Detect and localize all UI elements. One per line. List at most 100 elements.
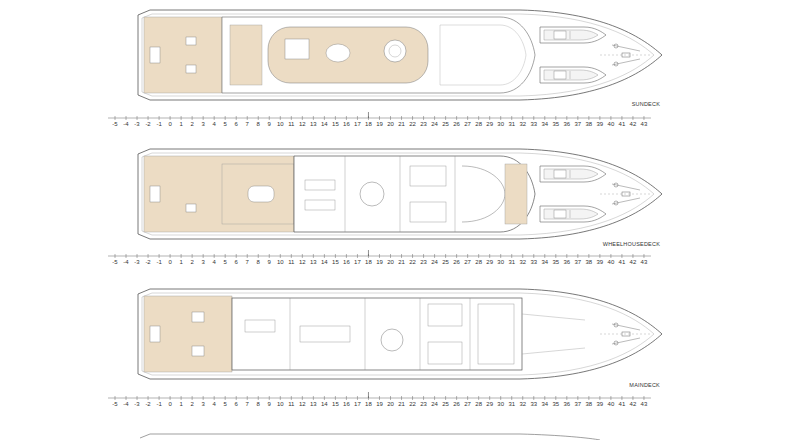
ruler-tick bbox=[599, 254, 600, 258]
frame-number: 20 bbox=[387, 121, 394, 127]
frame-number: 8 bbox=[257, 121, 260, 127]
ruler-tick bbox=[434, 396, 435, 400]
ruler-tick bbox=[577, 396, 578, 400]
ruler-tick bbox=[335, 254, 336, 258]
frame-number: 36 bbox=[563, 259, 570, 265]
ruler-tick bbox=[445, 396, 446, 400]
frame-ruler bbox=[108, 392, 651, 400]
frame-number: 30 bbox=[497, 259, 504, 265]
frame-number: -2 bbox=[145, 259, 150, 265]
ruler-tick bbox=[643, 396, 644, 400]
ruler-tick bbox=[610, 396, 611, 400]
ruler-tick bbox=[489, 254, 490, 258]
frame-number: 3 bbox=[201, 401, 204, 407]
frame-number: 24 bbox=[431, 259, 438, 265]
frame-number: 21 bbox=[398, 401, 405, 407]
frame-number: 21 bbox=[398, 121, 405, 127]
ruler-tick bbox=[467, 116, 468, 120]
midship-mark bbox=[368, 392, 369, 398]
ruler-tick bbox=[434, 254, 435, 258]
frame-number: 13 bbox=[310, 121, 317, 127]
frame-number: 2 bbox=[190, 259, 193, 265]
ruler-tick bbox=[236, 254, 237, 258]
frame-number: 5 bbox=[224, 401, 227, 407]
frame-number: 11 bbox=[288, 121, 294, 127]
frame-number: 39 bbox=[597, 401, 604, 407]
frame-number: 23 bbox=[420, 259, 427, 265]
ruler-tick bbox=[126, 116, 127, 120]
ruler-tick bbox=[544, 396, 545, 400]
ruler-tick bbox=[170, 396, 171, 400]
midship-mark bbox=[368, 112, 369, 118]
ruler-tick bbox=[489, 116, 490, 120]
frame-number: 37 bbox=[574, 121, 581, 127]
ruler-tick bbox=[313, 254, 314, 258]
ruler-tick bbox=[324, 254, 325, 258]
ruler-tick bbox=[357, 396, 358, 400]
deck-name: WHEELHOUSEDECK bbox=[603, 242, 660, 248]
ruler-tick bbox=[643, 116, 644, 120]
frame-number: 19 bbox=[376, 401, 383, 407]
ruler-tick bbox=[324, 396, 325, 400]
frame-number: -1 bbox=[156, 401, 161, 407]
ruler-tick bbox=[522, 396, 523, 400]
frame-number: 32 bbox=[519, 121, 526, 127]
midship-mark bbox=[368, 250, 369, 256]
ruler-tick bbox=[588, 396, 589, 400]
frame-number: 6 bbox=[235, 259, 238, 265]
ruler-tick bbox=[390, 396, 391, 400]
ruler-tick bbox=[159, 254, 160, 258]
frame-number: 31 bbox=[508, 401, 515, 407]
frame-number: 33 bbox=[530, 259, 537, 265]
frame-number: 29 bbox=[486, 401, 493, 407]
ruler-tick bbox=[214, 254, 215, 258]
frame-number: 32 bbox=[519, 401, 526, 407]
frame-number: 41 bbox=[619, 401, 626, 407]
ruler-tick bbox=[478, 116, 479, 120]
frame-number: 26 bbox=[453, 121, 460, 127]
ruler-tick bbox=[401, 116, 402, 120]
ruler-tick bbox=[632, 396, 633, 400]
frame-number: 30 bbox=[497, 401, 504, 407]
deck-name: SUNDECK bbox=[632, 102, 660, 108]
frame-number: 37 bbox=[574, 401, 581, 407]
frame-number: 17 bbox=[354, 401, 361, 407]
ruler-tick bbox=[500, 396, 501, 400]
ruler-tick bbox=[302, 396, 303, 400]
ruler-tick bbox=[346, 396, 347, 400]
frame-number: 29 bbox=[486, 259, 493, 265]
frame-number: 23 bbox=[420, 121, 427, 127]
ruler-tick bbox=[258, 396, 259, 400]
frame-number: 37 bbox=[574, 259, 581, 265]
ruler-tick bbox=[313, 396, 314, 400]
frame-number: 34 bbox=[541, 121, 548, 127]
frame-number: 12 bbox=[299, 121, 306, 127]
ruler-tick bbox=[456, 254, 457, 258]
ruler-tick bbox=[181, 254, 182, 258]
frame-number: 4 bbox=[213, 121, 216, 127]
ruler-tick bbox=[522, 116, 523, 120]
frame-number: -2 bbox=[145, 121, 150, 127]
frame-number: -4 bbox=[123, 259, 128, 265]
frame-number: 40 bbox=[608, 121, 615, 127]
ruler-tick bbox=[566, 396, 567, 400]
ruler-tick bbox=[324, 116, 325, 120]
frame-number: 7 bbox=[246, 259, 249, 265]
frame-number: 23 bbox=[420, 401, 427, 407]
frame-number: 22 bbox=[409, 401, 416, 407]
main-deck-plan bbox=[138, 289, 662, 379]
ruler-tick bbox=[434, 116, 435, 120]
ruler-tick bbox=[137, 396, 138, 400]
frame-number: 3 bbox=[201, 259, 204, 265]
ruler-tick bbox=[203, 396, 204, 400]
ruler-tick bbox=[258, 116, 259, 120]
ruler-tick bbox=[192, 116, 193, 120]
frame-number: 16 bbox=[343, 259, 350, 265]
ruler-tick bbox=[401, 396, 402, 400]
frame-number: 15 bbox=[332, 121, 339, 127]
lower-deck-edge bbox=[140, 434, 600, 440]
frame-number: 11 bbox=[288, 259, 294, 265]
frame-number: 41 bbox=[619, 259, 626, 265]
frame-number: 43 bbox=[641, 259, 648, 265]
frame-number: 5 bbox=[224, 259, 227, 265]
